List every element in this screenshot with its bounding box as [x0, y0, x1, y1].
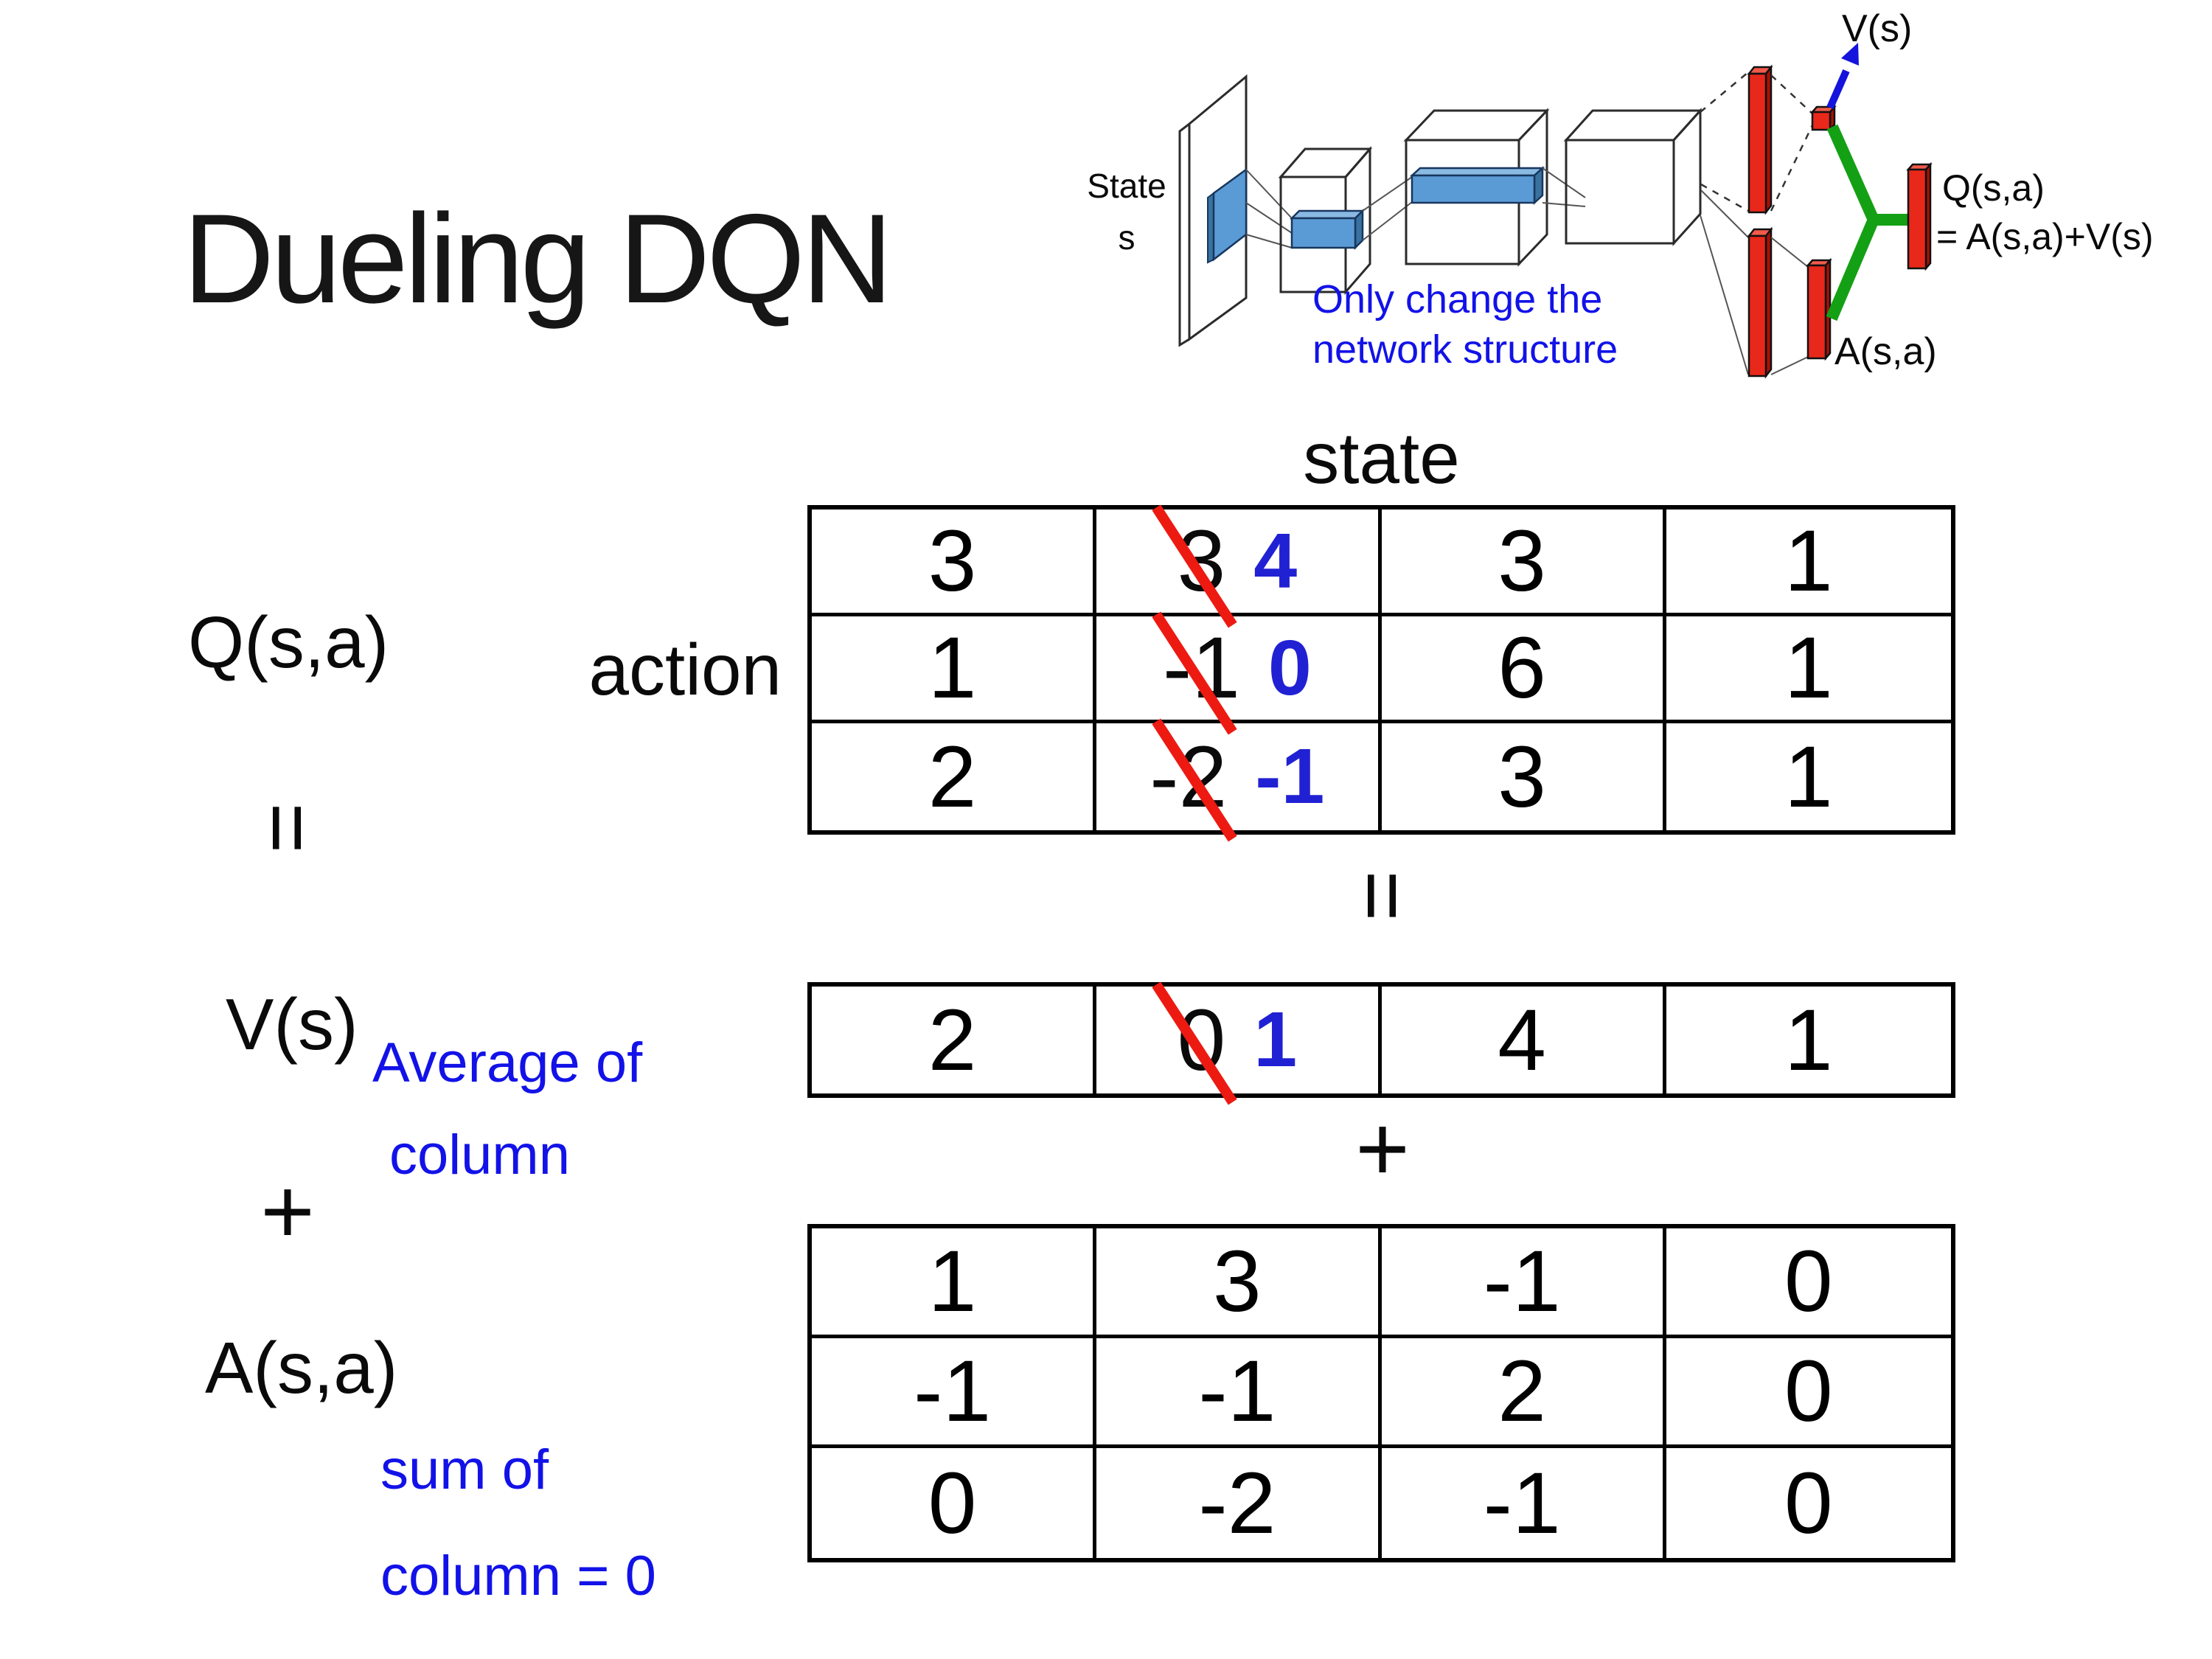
- diagram-note-line2: network structure: [1312, 327, 1618, 372]
- cell-value: 0: [1784, 1454, 1833, 1552]
- table-cell: -1: [1382, 1448, 1666, 1558]
- new-value: 4: [1253, 517, 1298, 605]
- diagram-q-output-formula: = A(s,a)+V(s): [1936, 216, 2154, 257]
- diagram-state-label: State: [1087, 167, 1166, 205]
- cell-value: 1: [1784, 512, 1833, 610]
- table-cell: 0: [1666, 1338, 1951, 1448]
- cell-value: 1: [1784, 728, 1833, 826]
- table-cell: 1: [1666, 509, 1951, 616]
- plus-sign-left: +: [260, 1159, 315, 1263]
- table-cell: 1: [812, 616, 1097, 723]
- table-cell: 0: [812, 1448, 1097, 1558]
- table-cell-strikethrough: 0 1: [1096, 981, 1382, 1105]
- cell-value: 0: [1784, 1343, 1833, 1440]
- new-value: -1: [1255, 733, 1325, 820]
- v-output-arrow: [1826, 43, 1859, 110]
- v-table: 2 0 1 4 1: [807, 981, 1955, 1105]
- table-cell: 0: [1666, 1448, 1951, 1558]
- table-cell: 1: [812, 1228, 1097, 1338]
- q-term-label: Q(s,a): [188, 602, 389, 683]
- table-cell: 4: [1382, 987, 1666, 1093]
- cell-value: -1: [1483, 1454, 1561, 1552]
- fan-lines-v-stream: [1700, 72, 1749, 212]
- cell-value: 0: [1784, 1233, 1833, 1330]
- q-table: 3 3 4 3 1 1 -1 0 6 1 2 -2 -1 3 1: [807, 504, 1955, 842]
- feature-bar-1: [1289, 208, 1366, 251]
- table-cell: 1: [1666, 987, 1951, 1093]
- new-value: 0: [1267, 624, 1312, 712]
- diagram-note-line1: Only change the: [1312, 277, 1602, 321]
- diagram-v-output-label: V(s): [1842, 7, 1912, 50]
- q-output-bar: [1906, 161, 1933, 271]
- cell-value: 0: [928, 1454, 977, 1552]
- cell-value: -1: [1483, 1233, 1561, 1330]
- dueling-network-diagram: State s V(s) Q(s,a) = A(s,a)+V(s) A(s,a)…: [1087, 7, 2154, 379]
- cell-value: -1: [914, 1343, 992, 1440]
- table-cell: -1: [1096, 1338, 1382, 1448]
- table-cell: 1: [1666, 616, 1951, 723]
- cell-value: 1: [1784, 991, 1833, 1089]
- cell-value: 1: [928, 1233, 977, 1330]
- fan-lines-v-scalar: [1770, 74, 1814, 212]
- projection-lines: [1245, 169, 1293, 248]
- table-cell: -1: [812, 1338, 1097, 1448]
- table-cell: 2: [812, 723, 1097, 830]
- a-stream-fc-bar: [1747, 226, 1773, 379]
- table-cell: 2: [812, 987, 1097, 1093]
- table-cell-strikethrough: -2 -1: [1096, 718, 1382, 842]
- average-note-line1: Average of: [372, 1032, 643, 1094]
- table-cell-strikethrough: 3 4: [1096, 504, 1382, 628]
- v-scalar-cube: [1810, 104, 1837, 133]
- table-cell: 3: [1382, 723, 1666, 830]
- diagram-state-s-label: s: [1119, 218, 1135, 257]
- table-cell: 6: [1381, 616, 1666, 723]
- table-cell: 2: [1381, 1338, 1666, 1448]
- cell-value: 1: [1784, 619, 1833, 717]
- feature-bar-2: [1409, 166, 1545, 205]
- cell-value: 2: [1498, 1343, 1546, 1440]
- page-title: Dueling DQN: [183, 188, 893, 330]
- cell-value: 4: [1498, 991, 1546, 1089]
- table-cell: 0: [1666, 1228, 1951, 1338]
- average-note-line2: column: [389, 1124, 570, 1186]
- table-cell-strikethrough: -1 0: [1096, 611, 1382, 735]
- cell-value: 2: [928, 728, 977, 826]
- table-cell: 3: [1381, 509, 1666, 616]
- new-value: 1: [1253, 996, 1298, 1083]
- fan-lines-a-output: [1770, 237, 1809, 375]
- cell-value: 3: [1213, 1233, 1262, 1330]
- cell-value: 3: [1498, 512, 1546, 610]
- cell-value: 6: [1498, 619, 1546, 717]
- cell-value: -2: [1198, 1454, 1276, 1552]
- sum-note-line1: sum of: [380, 1439, 549, 1501]
- table-cell: -2: [1096, 1448, 1382, 1558]
- projection-lines: [1542, 167, 1586, 207]
- projection-lines: [1362, 176, 1413, 241]
- cell-value: 3: [1498, 728, 1546, 826]
- merge-y-link: [1826, 124, 1910, 321]
- conv-box-3: [1563, 108, 1703, 246]
- a-table: 1 3 -1 0 -1 -1 2 0 0 -2 -1 0: [807, 1224, 1955, 1562]
- table-cell: -1: [1381, 1228, 1666, 1338]
- a-output-bar: [1806, 257, 1832, 361]
- v-stream-fc-bar: [1747, 64, 1773, 215]
- table-cell: 3: [812, 509, 1097, 616]
- cell-value: -1: [1198, 1343, 1276, 1440]
- equals-sign-left: =: [239, 802, 336, 854]
- table-cell: 3: [1096, 1228, 1382, 1338]
- state-axis-label: state: [1303, 417, 1460, 498]
- cell-value: 3: [928, 512, 977, 610]
- cell-value: 1: [928, 619, 977, 717]
- diagram-q-output-label: Q(s,a): [1942, 167, 2045, 209]
- diagram-a-output-label: A(s,a): [1834, 330, 1937, 373]
- fan-lines-a-stream: [1700, 189, 1749, 375]
- action-axis-label: action: [588, 629, 782, 710]
- table-cell: 1: [1666, 723, 1951, 830]
- v-term-label: V(s): [226, 984, 358, 1065]
- equals-sign-center: =: [1334, 870, 1431, 922]
- cell-value: 2: [928, 991, 977, 1089]
- sum-note-line2: column = 0: [380, 1545, 656, 1607]
- a-term-label: A(s,a): [205, 1327, 398, 1408]
- plus-sign-center: +: [1355, 1096, 1410, 1200]
